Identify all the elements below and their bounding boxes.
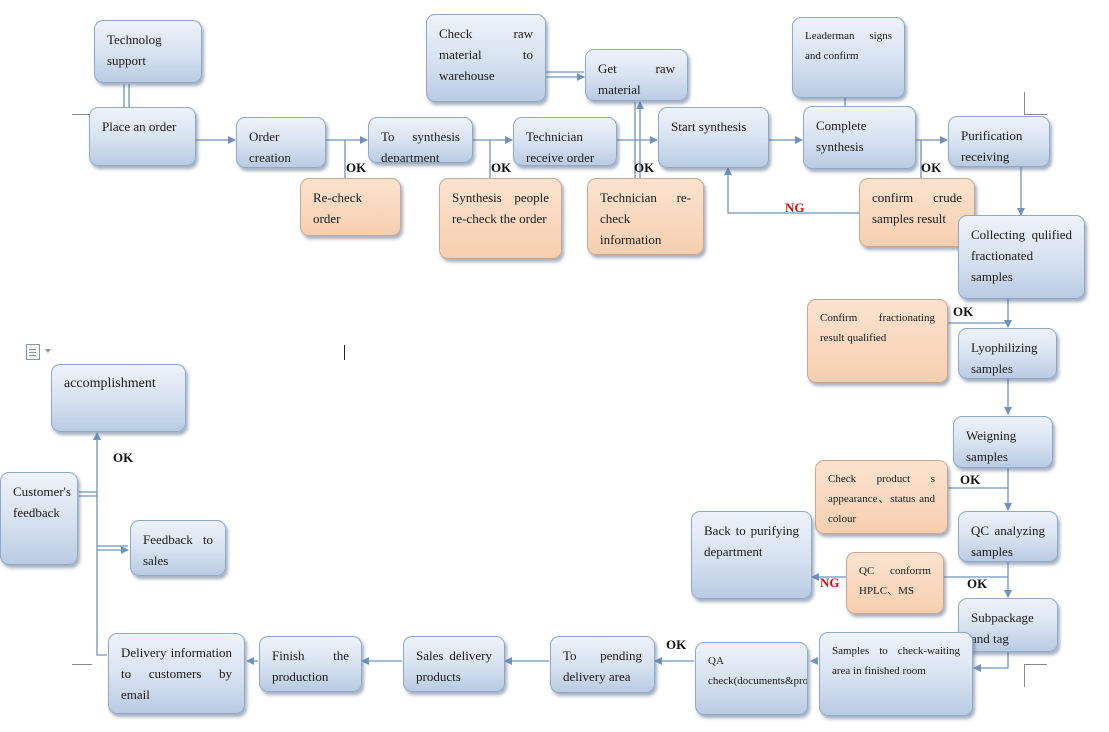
page-corner-mark <box>72 664 92 687</box>
node-sales-delivery: Sales delivery products <box>403 636 505 692</box>
ng-label: NG <box>785 200 805 215</box>
node-check-raw-material: Check raw material to warehouse <box>426 14 546 102</box>
ok-label: OK <box>113 450 134 465</box>
node-recheck-order-information: Re-check order information <box>300 178 401 236</box>
node-check-appearance: Check product s appearance、status and co… <box>815 460 948 534</box>
ok-label: OK <box>491 160 512 175</box>
node-technician-receive-order: Technician receive order <box>513 117 617 166</box>
node-weighing: Weigning samples <box>953 416 1053 468</box>
node-confirm-fractionating: Confirm fractionating result qualified <box>807 299 948 383</box>
node-technolog-support: Technolog support <box>94 20 202 83</box>
page-corner-mark <box>1024 92 1047 115</box>
document-icon[interactable] <box>26 344 40 360</box>
node-complete-synthesis: Complete synthesis <box>803 106 916 169</box>
chevron-down-icon[interactable] <box>45 349 51 353</box>
node-accomplishment: accomplishment <box>51 364 186 432</box>
node-confirm-crude: confirm crude samples result <box>859 178 975 247</box>
node-to-synthesis-department: To synthesis department <box>368 117 473 163</box>
node-synthesis-people-recheck: Synthesis people re-check the order <box>439 178 562 259</box>
ok-label: OK <box>953 304 974 319</box>
node-purification-receiving: Purification receiving <box>948 116 1050 167</box>
node-finish-production: Finish the production <box>259 636 362 692</box>
page-corner-mark <box>72 92 92 115</box>
ok-label: OK <box>967 576 988 591</box>
node-pending-delivery: To pending delivery area <box>550 636 655 693</box>
node-order-creation: Order creation <box>236 117 326 168</box>
node-place-order: Place an order <box>89 107 196 166</box>
page-corner-mark <box>1024 664 1047 687</box>
ok-label: OK <box>634 160 655 175</box>
ok-label: OK <box>346 160 367 175</box>
node-collecting-fractionated: Collecting qulified fractionated samples <box>958 215 1085 299</box>
text-cursor <box>344 345 345 360</box>
ng-label: NG <box>820 575 840 590</box>
node-start-synthesis: Start synthesis <box>658 107 769 168</box>
node-get-raw-material: Get raw material <box>585 49 688 101</box>
node-customer-feedback: Customer's feedback <box>0 472 78 565</box>
node-qc-conform: QC conforrm HPLC、MS <box>846 552 944 614</box>
node-back-to-purifying: Back to purifying department <box>691 511 812 599</box>
node-lyophilizing: Lyophilizing samples <box>958 328 1057 379</box>
ok-label: OK <box>921 160 942 175</box>
node-technician-recheck: Technician re-check information <box>587 178 704 255</box>
ok-label: OK <box>960 472 981 487</box>
ok-label: OK <box>666 637 687 652</box>
node-delivery-information: Delivery information to customers by ema… <box>108 633 245 714</box>
node-qc-analyzing: QC analyzing samples <box>958 511 1058 562</box>
node-feedback-sales: Feedback to sales <box>130 520 226 576</box>
node-leaderman-signs: Leaderman signs and confirm <box>792 17 905 98</box>
node-samples-check-waiting: Samples to check-waiting area in finishe… <box>819 632 973 716</box>
node-subpackage-tag: Subpackage and tag <box>958 598 1058 652</box>
node-qa-check: QA check(documents&products) <box>695 642 808 715</box>
